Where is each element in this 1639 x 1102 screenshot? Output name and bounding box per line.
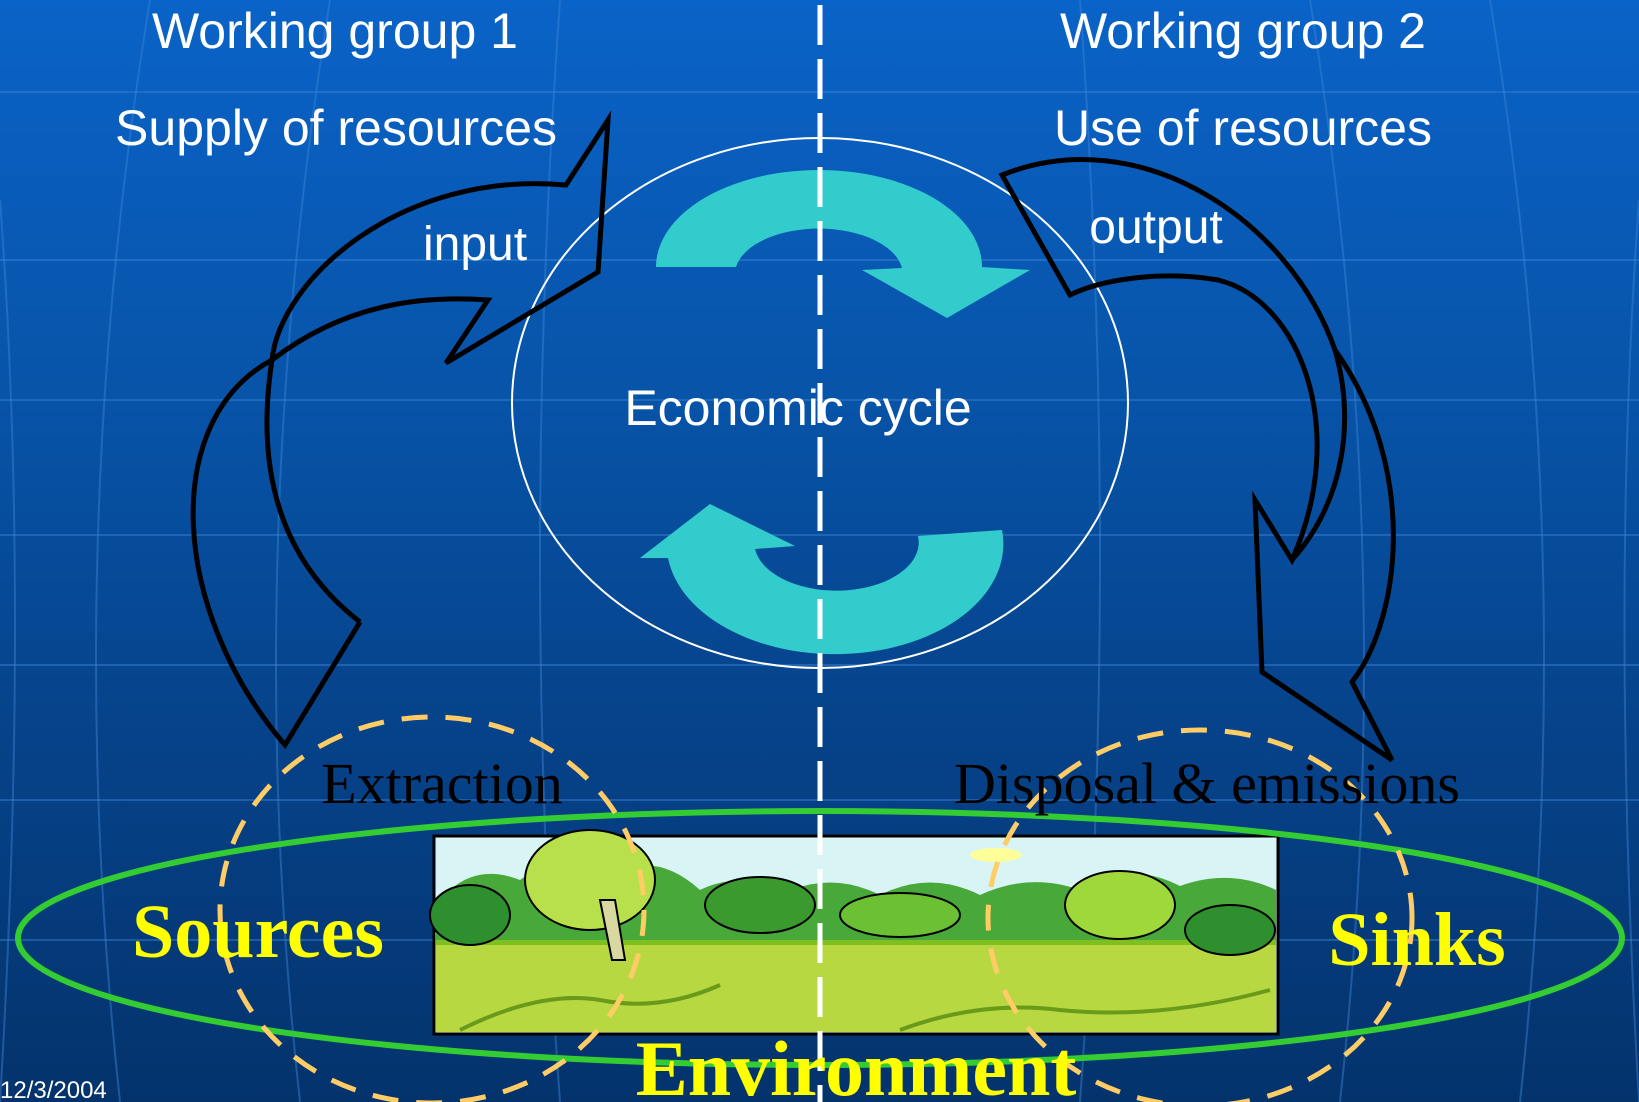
output-label: output — [1089, 201, 1222, 254]
date-label: 12/3/2004 — [0, 1077, 107, 1102]
cycle-arrow-bottom-icon — [640, 504, 1004, 655]
output-arrow-inner-edge — [1290, 349, 1348, 562]
environment-label: Environment — [636, 1025, 1077, 1102]
wg2-subtitle: Use of resources — [1054, 100, 1432, 156]
sinks-label: Sinks — [1328, 898, 1506, 982]
output-arrow-icon — [998, 157, 1396, 763]
input-arrow-icon — [190, 110, 612, 750]
cycle-arrow-top-icon — [656, 170, 1030, 318]
sources-dashed-circle — [217, 714, 647, 1102]
landscape-illustration-icon — [429, 829, 1280, 1036]
disposal-label: Disposal & emissions — [954, 751, 1460, 816]
wg1-title: Working group 1 — [152, 3, 518, 59]
extraction-label: Extraction — [321, 751, 563, 816]
economic-cycle-label: Economic cycle — [624, 380, 971, 436]
sources-label: Sources — [132, 890, 384, 974]
wg2-title: Working group 2 — [1060, 3, 1426, 59]
input-arrow-inner-edge — [264, 359, 362, 624]
input-label: input — [423, 218, 527, 271]
sinks-dashed-circle — [985, 727, 1415, 1102]
wg1-subtitle: Supply of resources — [115, 100, 557, 156]
